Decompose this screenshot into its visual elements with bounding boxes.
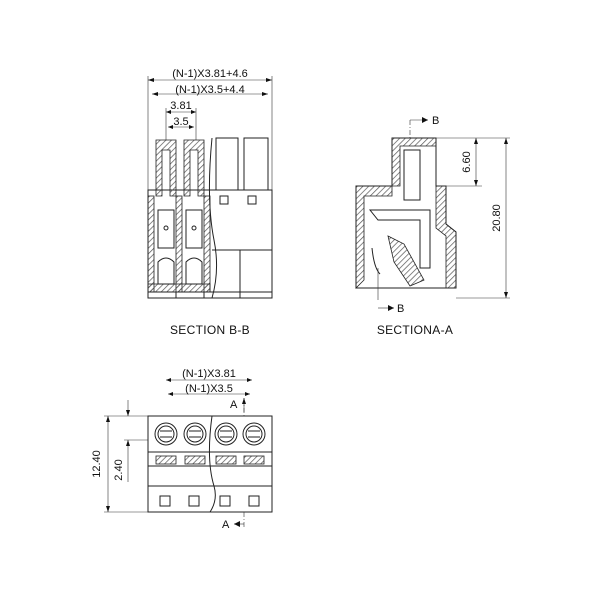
front-terminal-1 <box>154 422 178 446</box>
cut-label-b-bottom: B <box>397 303 404 315</box>
section-bb-view: (N-1)X3.81+4.6 (N-1)X3.5+4.4 3.81 3.5 <box>147 68 273 337</box>
dim-pitch-381: 3.81 <box>170 100 191 112</box>
front-dim-offset-240: 2.40 <box>113 459 125 480</box>
section-bb-caption: SECTION B-B <box>170 323 250 337</box>
cut-label-b-top: B <box>432 115 439 127</box>
section-aa-caption: SECTIONA-A <box>377 323 453 337</box>
front-terminal-4 <box>242 422 266 446</box>
front-terminal-3 <box>214 422 238 446</box>
front-dim-pitch-381: (N-1)X3.81 <box>182 368 236 380</box>
front-dim-height-1240: 12.40 <box>91 450 103 478</box>
dim-outer-width: (N-1)X3.81+4.6 <box>172 68 248 80</box>
front-cut-label-a-bottom: A <box>222 519 230 531</box>
section-aa-view: B 6.60 20.80 B SECTIONA-A <box>355 115 510 337</box>
dim-pitch-35: 3.5 <box>173 116 188 128</box>
front-view: (N-1)X3.81 (N-1)X3.5 A 12.40 2.40 <box>91 368 273 531</box>
front-dim-pitch-35: (N-1)X3.5 <box>185 383 233 395</box>
dim-inner-width: (N-1)X3.5+4.4 <box>175 84 244 96</box>
dim-height-2080: 20.80 <box>491 204 503 232</box>
front-cut-label-a-top: A <box>230 399 238 411</box>
front-terminal-2 <box>183 422 207 446</box>
dim-height-660: 6.60 <box>461 151 473 172</box>
